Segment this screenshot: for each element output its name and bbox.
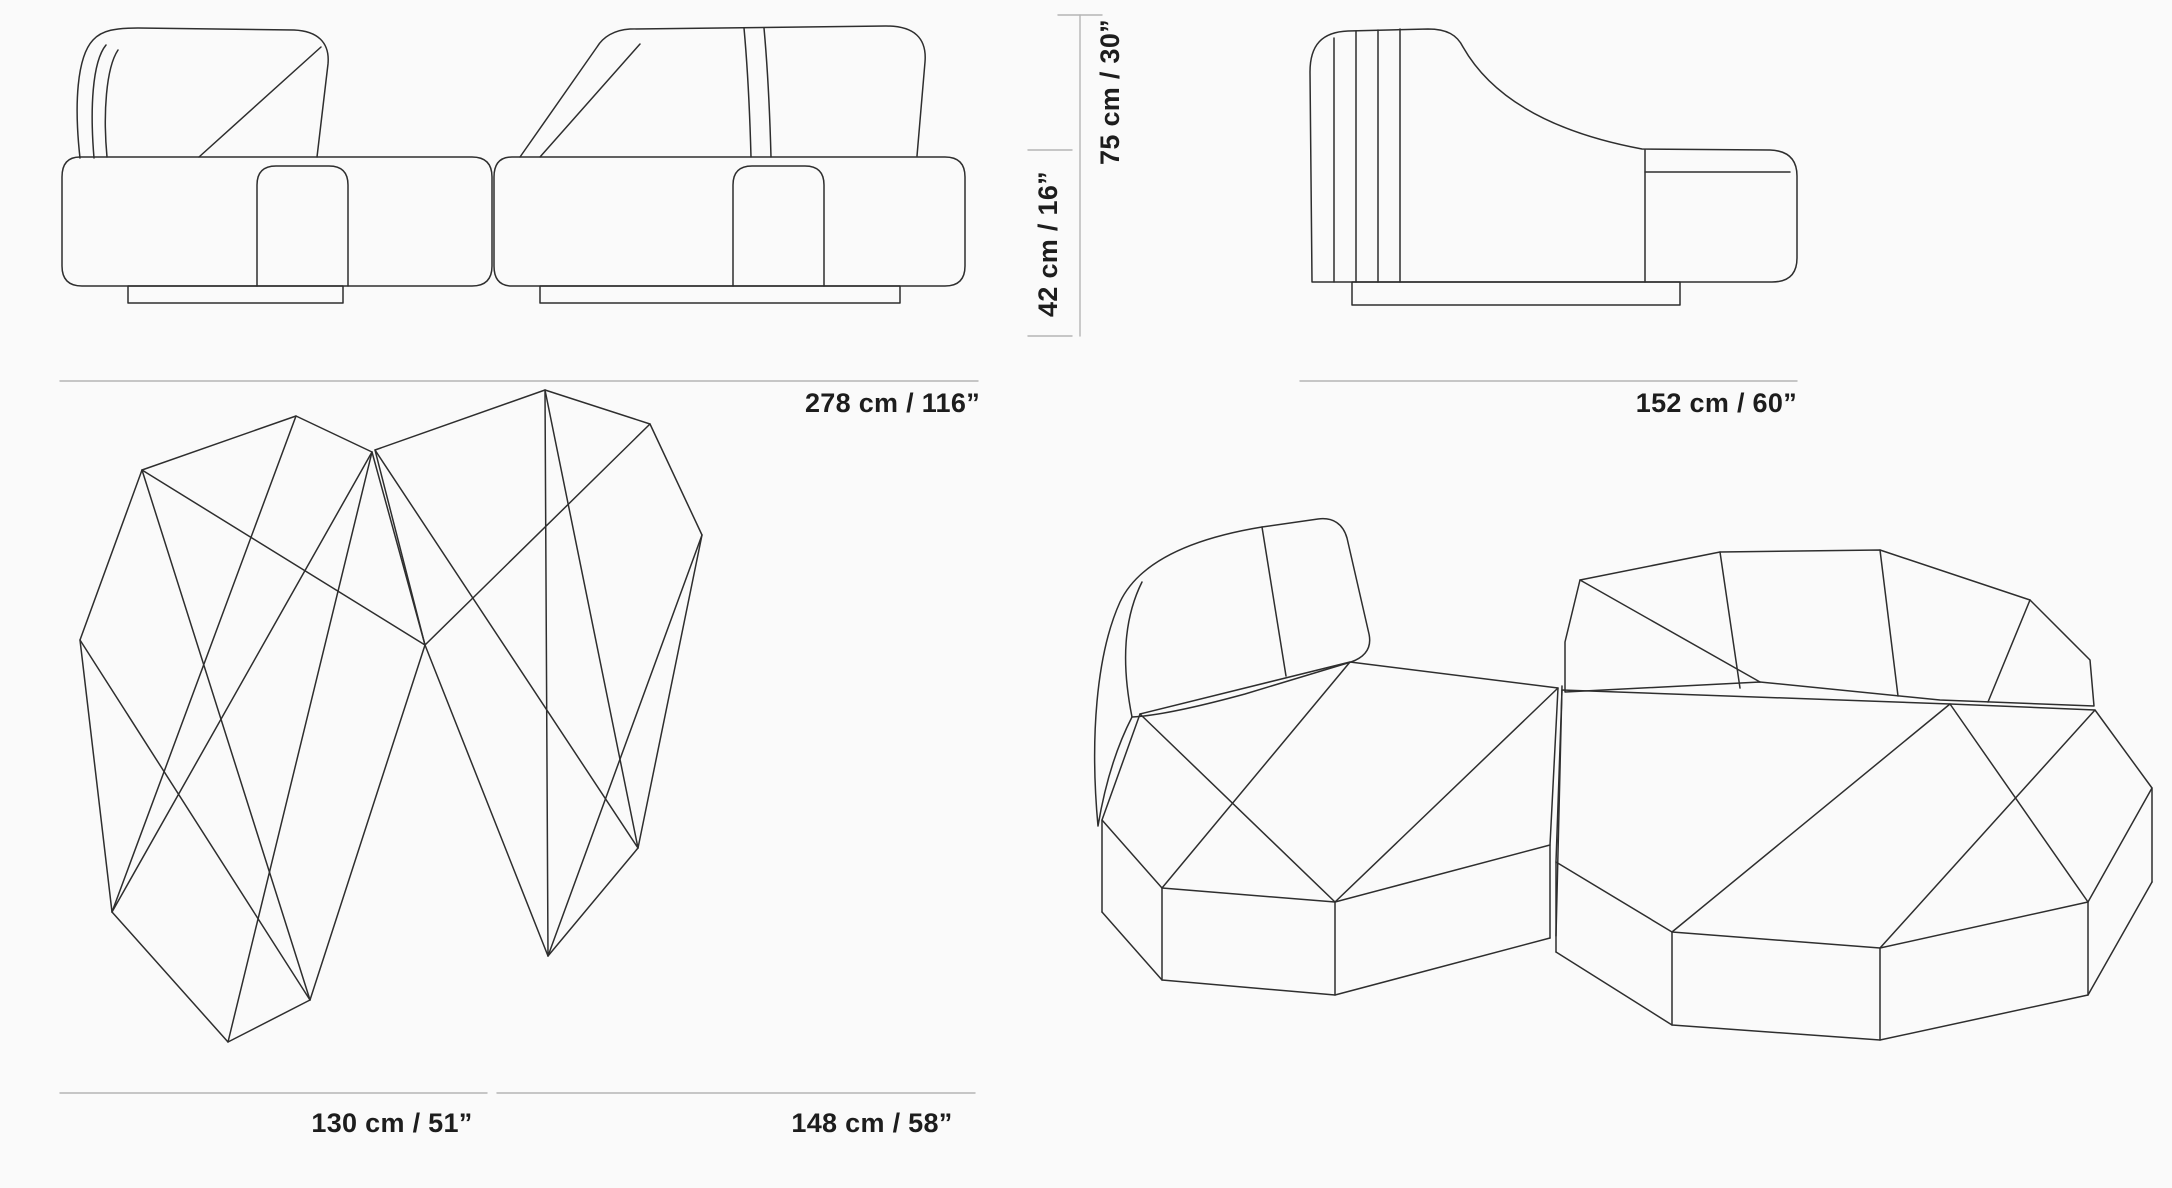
top-left-facet-6 (111, 451, 373, 913)
top-right-facet-3 (424, 423, 651, 646)
persp-right-seat-facet-3 (1949, 703, 2089, 903)
overall-height-label: 75 cm / 30” (1094, 19, 1125, 165)
persp-left-seat-top (1101, 661, 1559, 903)
top-left-facet-1 (141, 469, 426, 646)
top-left-module-width-label: 130 cm / 51” (311, 1108, 473, 1138)
persp-left-backrest-outline (1093, 517, 1371, 827)
front-left-backrest-seam (198, 46, 322, 158)
top-right-facet-1 (374, 449, 639, 849)
persp-right-backrest-facet-1 (1719, 551, 1741, 689)
side-depth-label: 152 cm / 60” (1635, 388, 1797, 418)
persp-right-seat-bottom (1555, 881, 2153, 1041)
front-left-backrest-piping-1 (91, 44, 107, 159)
front-left-seat-divider (256, 165, 349, 287)
front-right-seat-outline (493, 156, 966, 287)
seat-height-label: 42 cm / 16” (1032, 171, 1063, 317)
persp-right-backrest-facet-3 (1987, 599, 2031, 703)
perspective-view-drawing (1093, 517, 2153, 1041)
front-left-seat-outline (61, 156, 493, 287)
top-left-module-outline (79, 415, 426, 1043)
front-right-backrest-seam-diagonal (539, 43, 641, 158)
persp-left-seat-facet-2 (1161, 661, 1351, 889)
top-left-facet-3 (79, 639, 311, 1001)
front-right-seat-divider (732, 165, 825, 287)
persp-right-seat-facet-1 (1671, 703, 1951, 933)
persp-right-backrest-facet-4 (1579, 579, 1761, 683)
top-right-module-width-label: 148 cm / 58” (791, 1108, 953, 1138)
persp-left-backrest-seam-2 (1261, 526, 1287, 677)
top-right-module-outline (374, 389, 703, 957)
top-right-facet-2 (544, 389, 549, 957)
front-left-plinth (127, 285, 344, 304)
front-left-backrest-outline (76, 27, 329, 159)
front-right-plinth (539, 285, 901, 304)
side-plinth (1351, 281, 1681, 306)
front-right-backrest-seam-1 (743, 27, 752, 158)
persp-left-seat-bottom (1101, 911, 1551, 996)
top-left-facet-4 (227, 451, 373, 1043)
side-view-drawing (1309, 28, 1798, 306)
top-right-facet-5 (544, 389, 639, 849)
dimension-lines (59, 14, 1798, 1094)
front-left-backrest-piping-2 (104, 49, 119, 158)
persp-left-seat-facet-1 (1139, 713, 1336, 903)
front-right-backrest-seam-2 (763, 27, 772, 158)
side-outline (1309, 28, 1798, 283)
persp-left-seat-facet-3 (1334, 687, 1559, 903)
persp-left-backrest-seam-1 (1124, 581, 1143, 718)
top-right-facet-4 (547, 534, 703, 957)
persp-right-seat-top (1555, 689, 2153, 949)
front-view-drawing (61, 25, 966, 304)
persp-right-seat-facet-2 (1879, 709, 2096, 949)
persp-right-backrest-outline (1564, 549, 2095, 707)
persp-right-backrest-facet-2 (1879, 549, 1899, 697)
front-right-backrest-outline (519, 25, 926, 158)
top-left-facet-5 (141, 469, 311, 1001)
top-view-drawing (79, 389, 703, 1043)
front-width-label: 278 cm / 116” (804, 388, 980, 418)
